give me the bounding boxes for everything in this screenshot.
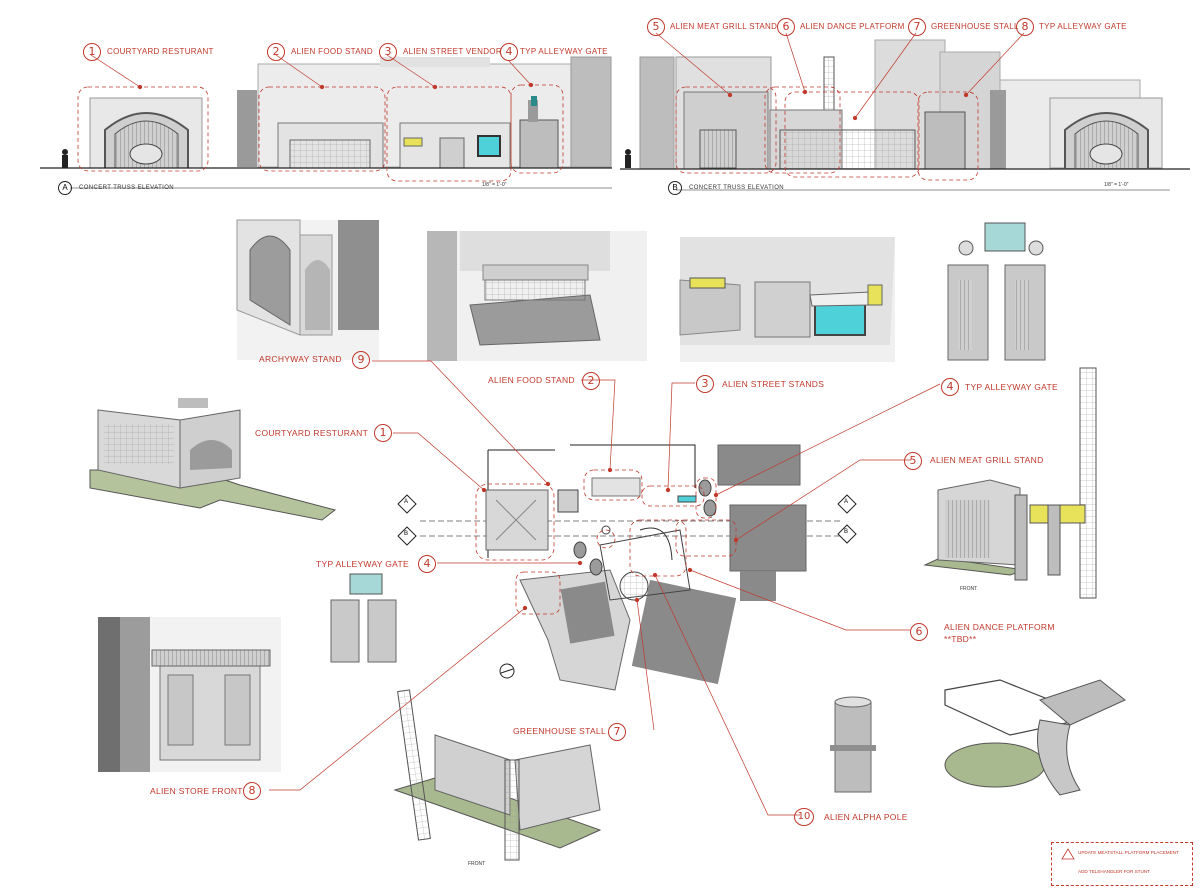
- callout-courtyard-label: COURTYARD RESTURANT: [255, 428, 369, 438]
- elev-a-scale: 1/8" = 1'-0": [482, 182, 507, 188]
- callout-street-stands-number: 3: [696, 375, 714, 393]
- elev-a-marker: A: [58, 181, 72, 195]
- plan-leader-lines: [269, 360, 941, 816]
- elev-b-callout-8-number: 8: [1016, 18, 1034, 36]
- elev-b-callout-7-number: 7: [908, 18, 926, 36]
- elev-a-callout-1-number: 1: [83, 43, 101, 61]
- elev-a-callout-2-label: ALIEN FOOD STAND: [291, 47, 373, 56]
- callout-alleyway-gate-number: 4: [941, 378, 959, 396]
- callout-food-stand-number: 2: [582, 372, 600, 390]
- alpha-pole-render: [830, 696, 876, 793]
- callout-dance-platform-sub: **TBD**: [944, 634, 977, 644]
- callout-greenhouse-number: 7: [608, 723, 626, 741]
- callout-meat-grill-label: ALIEN MEAT GRILL STAND: [930, 455, 1044, 465]
- greenhouse-front-label: FRONT: [468, 861, 486, 867]
- elev-b-scale: 1/8" = 1'-0": [1104, 182, 1129, 188]
- elev-a-callout-4-label: TYP ALLEYWAY GATE: [520, 47, 608, 56]
- callout-food-stand-label: ALIEN FOOD STAND: [488, 375, 575, 385]
- plan-highlights: [475, 469, 737, 615]
- meat-grill-stand-render: [923, 367, 1097, 599]
- plan-marker-a-right: A: [844, 499, 849, 505]
- callout-store-front-number: 8: [243, 782, 261, 800]
- elev-b-caption: CONCERT TRUSS ELEVATION: [689, 185, 784, 191]
- callout-store-front-label: ALIEN STORE FRONT: [150, 786, 243, 796]
- street-stands-render: [679, 237, 895, 362]
- revision-note-line-2: ADD TELEHANDLER FOR STUNT: [1078, 869, 1150, 874]
- archway-stand-render: [236, 219, 379, 360]
- elev-b-callout-5-number: 5: [647, 18, 665, 36]
- elevation-b-drawing: [620, 39, 1190, 191]
- plan-marker-b-left: B: [404, 531, 409, 537]
- elev-b-callout-7-label: GREENHOUSE STALL: [931, 22, 1019, 31]
- elev-a-callout-3-number: 3: [379, 43, 397, 61]
- elev-b-callout-6-label: ALIEN DANCE PLATFORM: [800, 22, 905, 31]
- callout-alleyway-gate-2-number: 4: [418, 555, 436, 573]
- callout-archway-stand-number: 9: [352, 351, 370, 369]
- elev-b-callout-6-number: 6: [777, 18, 795, 36]
- callout-alpha-pole-label: ALIEN ALPHA POLE: [824, 812, 908, 822]
- meat-grill-front-label: FRONT: [960, 586, 978, 592]
- elev-a-caption: CONCERT TRUSS ELEVATION: [79, 185, 174, 191]
- callout-alleyway-gate-2-label: TYP ALLEYWAY GATE: [316, 559, 409, 569]
- plan-marker-b-right: B: [844, 529, 849, 535]
- callout-greenhouse-label: GREENHOUSE STALL: [513, 726, 606, 736]
- callout-dance-platform-label: ALIEN DANCE PLATFORM: [944, 622, 1055, 632]
- warning-icon: [1061, 848, 1075, 860]
- plan-marker-a-left: A: [404, 499, 409, 505]
- callout-street-stands-label: ALIEN STREET STANDS: [722, 379, 825, 389]
- elev-a-callout-3-label: ALIEN STREET VENDOR: [403, 47, 502, 56]
- elev-b-callout-8-label: TYP ALLEYWAY GATE: [1039, 22, 1127, 31]
- elevation-leader-lines: [90, 32, 1025, 121]
- elev-a-callout-1-label: COURTYARD RESTURANT: [107, 47, 214, 56]
- callout-dance-platform-number: 6: [910, 623, 928, 641]
- revision-note-box: UPDATE MEATSTALL PLATFORM PLACEMENT ADD …: [1051, 842, 1193, 886]
- callout-alpha-pole-number: 10: [794, 808, 814, 826]
- callout-meat-grill-number: 5: [904, 452, 922, 470]
- callout-courtyard-number: 1: [374, 424, 392, 442]
- elev-a-callout-2-number: 2: [267, 43, 285, 61]
- site-plan: [420, 444, 840, 691]
- elev-a-callout-4-number: 4: [500, 43, 518, 61]
- food-stand-render: [427, 231, 647, 361]
- revision-note-line-1: UPDATE MEATSTALL PLATFORM PLACEMENT: [1078, 850, 1179, 855]
- alleyway-gate-render: [947, 222, 1046, 361]
- store-front-render: [98, 617, 281, 772]
- courtyard-restaurant-render: [89, 398, 337, 521]
- elev-b-callout-5-label: ALIEN MEAT GRILL STAND: [670, 22, 778, 31]
- greenhouse-stall-render: [393, 689, 602, 861]
- alleyway-gate-render-2: [330, 573, 397, 663]
- elevation-a-drawing: [40, 56, 612, 189]
- elev-b-marker: B: [668, 181, 682, 195]
- dance-platform-render: [944, 679, 1126, 796]
- section-cut-markers: [397, 494, 857, 546]
- callout-alleyway-gate-label: TYP ALLEYWAY GATE: [965, 382, 1058, 392]
- callout-archway-stand-label: ARCHYWAY STAND: [259, 354, 342, 364]
